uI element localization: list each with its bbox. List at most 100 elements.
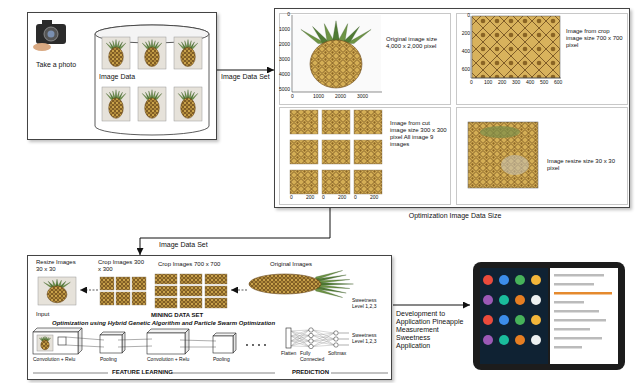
pineapple-leaf [316, 288, 343, 298]
label-text: Fully Connected [300, 351, 324, 363]
text-line [554, 274, 604, 277]
axis-line [471, 78, 561, 79]
cube-side [122, 332, 125, 353]
dense-link [291, 330, 309, 346]
label-text: 0 [354, 195, 357, 201]
image-subpanel: Image resize size 30 x 30 pixel [456, 107, 628, 205]
label-text: Development to Application Pineapple Mea… [396, 310, 466, 350]
text-line [554, 283, 594, 286]
pineapple [249, 271, 353, 298]
pineapple-body [41, 340, 49, 350]
pineapple-leaf [119, 43, 126, 49]
pineapple-body [310, 40, 362, 88]
flow-arrow [80, 290, 98, 291]
app-icon [531, 275, 541, 285]
projection-line [66, 337, 104, 340]
app-icon [515, 315, 525, 325]
image-subpanel: Original image size 4,000 x 2,000 pixel [279, 13, 451, 105]
camera-body [36, 24, 66, 44]
label-text: Softmax [328, 351, 346, 357]
neuron [334, 337, 338, 341]
app-arrow [393, 305, 470, 306]
pineapple [301, 21, 371, 88]
projection-line [180, 347, 216, 348]
dense-link [291, 331, 309, 347]
crop-tile [205, 274, 227, 284]
label-text: 300 [512, 80, 520, 86]
neuron [309, 333, 313, 337]
pineapple [178, 90, 198, 119]
label-text: 400 [458, 49, 470, 55]
crop-tile [116, 277, 130, 290]
output-line [339, 333, 350, 334]
label-text: 0 [322, 195, 325, 201]
label-text: 1000 [279, 27, 290, 33]
text-line [554, 319, 606, 322]
crop-tile [100, 277, 114, 290]
pineapple-photo [102, 37, 130, 69]
axis-line [292, 15, 293, 92]
cube-side [233, 333, 236, 353]
label-text: 0 [290, 195, 293, 201]
dense-link [313, 333, 334, 347]
projection-line [118, 339, 152, 340]
flatten-bar [286, 328, 291, 348]
app-icon [483, 315, 493, 325]
mining-panel: MINING DATA SET [27, 255, 392, 380]
label-text: 0 [470, 80, 473, 86]
dense-link [313, 339, 334, 347]
camera-icon [33, 20, 66, 51]
node-text: Original image size 4,000 x 2,000 pixel [386, 36, 448, 50]
text-line [554, 310, 599, 313]
image-subpanel: Image from cut image size 300 x 300 pixe… [279, 107, 451, 205]
neuron [309, 344, 313, 348]
label-text: 0 [279, 12, 290, 18]
pineapple-leaf [191, 43, 198, 49]
label-text: Input [36, 311, 49, 318]
label-text: Original Images [270, 261, 312, 268]
dense-link [291, 341, 309, 346]
node-text: Optimization Image Data Size [375, 212, 535, 220]
dense-link [291, 346, 309, 348]
output-line [339, 339, 350, 340]
pineapple-leaf [155, 93, 162, 99]
label-text: 100 [484, 80, 492, 86]
cube-top [33, 328, 82, 332]
crop-tile [322, 110, 350, 134]
cube-front [147, 333, 185, 354]
app-icon [499, 335, 509, 345]
cube-side [185, 329, 189, 354]
hand [33, 43, 51, 51]
label-text: 200 [370, 195, 378, 201]
label-text: 2000 [279, 42, 290, 48]
photo-frame [102, 37, 130, 69]
image-size-panel: Original image size 4,000 x 2,000 pixelI… [274, 8, 630, 208]
blur-patch [501, 155, 529, 175]
node-text: Image Data [99, 73, 149, 81]
pineapple-body [249, 274, 321, 294]
label-text: Optimization using Hybrid Genetic Algori… [52, 320, 275, 327]
axis-line [471, 16, 472, 78]
crop-tile [354, 170, 382, 194]
app-icon [515, 335, 525, 345]
label-text: 400 [526, 80, 534, 86]
resize-image [468, 122, 538, 188]
image-subpanel: Image from crop image size 700 x 700 pix… [456, 13, 628, 105]
section-bracket [171, 373, 275, 374]
pineapple [39, 336, 50, 349]
phone-body [473, 262, 625, 370]
crop-tile [290, 110, 318, 134]
label-text: 3000 [279, 57, 290, 63]
edge-label: Image Data Set [158, 241, 209, 249]
label-text: Pooling [100, 357, 117, 363]
ellipsis-dot [246, 344, 248, 346]
photo-panel: Image DataTake a photo [27, 12, 217, 140]
database-cylinder: Image Data [93, 23, 211, 137]
cube-top [100, 332, 125, 335]
app-icon [531, 335, 541, 345]
flow-arrow [231, 290, 247, 291]
layer-cube [100, 332, 125, 353]
pineapple [106, 90, 126, 119]
crop-tile [155, 274, 177, 284]
pineapple [178, 40, 198, 67]
